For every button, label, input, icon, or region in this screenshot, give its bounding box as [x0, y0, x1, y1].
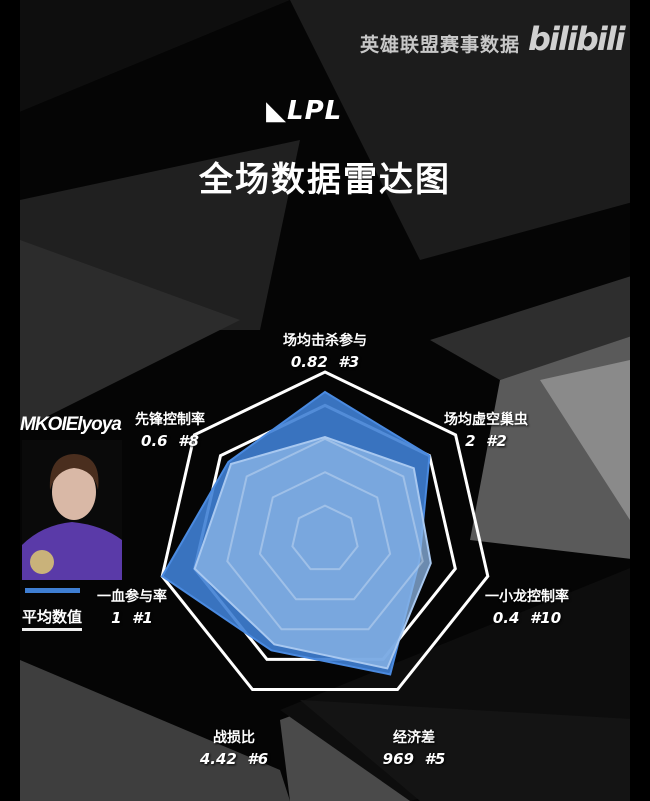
legend-line-average — [25, 588, 80, 593]
player-name: MKOIElyoya — [20, 414, 122, 435]
grid-ring-outer-0 — [160, 370, 490, 691]
legend-average-label: 平均数值 — [22, 606, 83, 631]
grid-ring-inner-0 — [226, 437, 424, 631]
series-average-polygon — [193, 436, 432, 670]
grid-ring-inner-1 — [258, 471, 392, 601]
lpl-emblem-icon: ◣ — [266, 96, 287, 126]
bilibili-logo: bilibili — [528, 20, 626, 58]
lpl-logo: ◣LPL — [266, 96, 343, 126]
player-photo — [22, 440, 122, 580]
chart-title: 全场数据雷达图 — [199, 160, 451, 200]
grid-ring-inner-2 — [291, 504, 359, 571]
source-text: 英雄联盟赛事数据 — [359, 34, 520, 56]
